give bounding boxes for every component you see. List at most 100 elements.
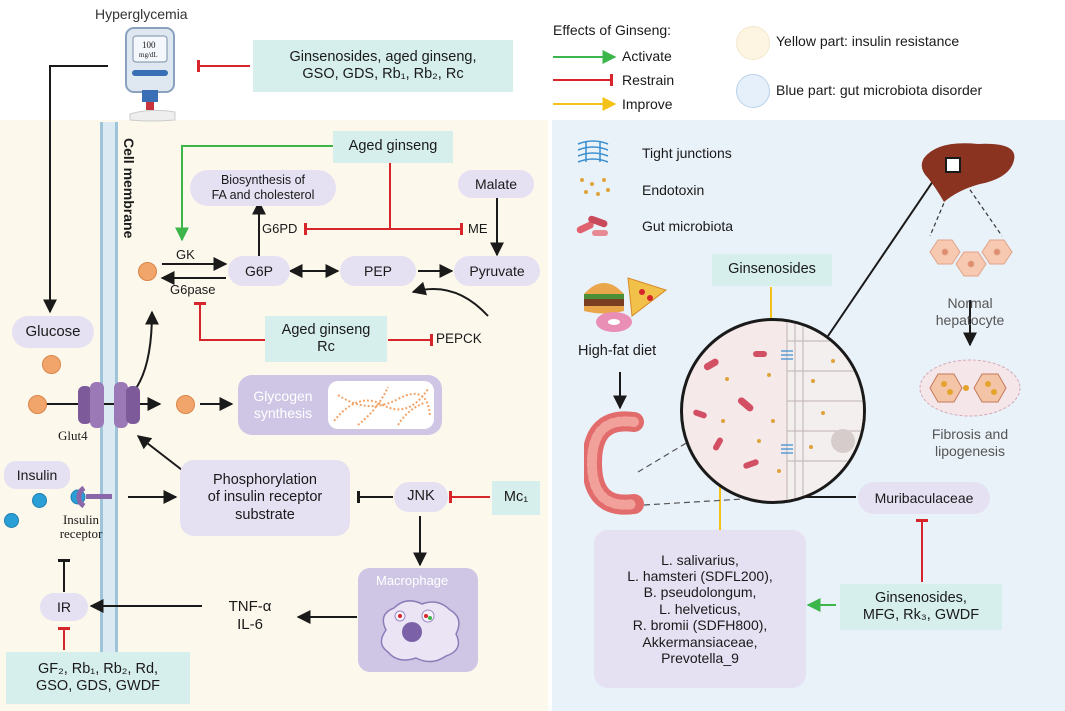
endotoxin-icon — [578, 176, 612, 198]
insulin-molecule — [32, 493, 47, 508]
mc1-box: Mc₁ — [492, 481, 540, 515]
intestinal-wall-magnified — [680, 318, 866, 504]
meter-reading: 100 — [142, 40, 156, 50]
glucose-molecule — [138, 262, 157, 281]
normal-hepatocyte-line2: hepatocyte — [935, 312, 1005, 328]
fibrosis-line2: lipogenesis — [934, 443, 1006, 459]
legend-restrain: Restrain — [622, 72, 675, 88]
cell-membrane-label: Cell membrane — [121, 138, 137, 239]
muribaculaceae-node: Muribaculaceae — [858, 482, 990, 514]
aged-ginseng-rc-line1: Aged ginseng — [281, 321, 371, 338]
il6-label: IL-6 — [237, 616, 263, 633]
macrophage-label: Macrophage — [376, 573, 449, 588]
bacteria-item: Akkermansiaceae, — [642, 633, 758, 650]
insulin-molecule — [4, 513, 19, 528]
pyruvate-node: Pyruvate — [454, 256, 540, 286]
glucose-molecule — [42, 355, 61, 374]
legend-activate: Activate — [622, 48, 672, 64]
tight-junctions-label: Tight junctions — [642, 145, 732, 161]
insulin-receptor-icon — [66, 484, 112, 512]
g6p-label: G6P — [244, 262, 273, 279]
fibrotic-hepatocyte-icon — [916, 356, 1024, 420]
insulin-receptor-line1: Insulin — [62, 511, 100, 527]
gk-label: GK — [176, 247, 195, 262]
phospho-line1: Phosphorylation — [213, 472, 317, 489]
gut-microbiota-label: Gut microbiota — [642, 218, 734, 234]
glycogen-line2: synthesis — [253, 405, 313, 421]
glucometer-icon — [120, 24, 180, 122]
ginsenosides-mfg-line2: MFG, Rk₃, GWDF — [862, 607, 980, 623]
bacteria-item: B. pseudolongum, — [643, 584, 757, 601]
insulin-node: Insulin — [4, 461, 70, 489]
bacteria-item: L. salivarius, — [661, 551, 739, 568]
meter-unit: mg/dL — [139, 51, 158, 59]
glut4-transporter-icon — [72, 378, 148, 432]
biosynthesis-line2: FA and cholesterol — [211, 188, 315, 202]
bottom-inhibitors-line1: GF₂, Rb₁, Rb₂, Rd, — [37, 660, 159, 677]
fibrosis-line1: Fibrosis and — [931, 426, 1009, 443]
insulin-receptor-line2: receptor — [59, 526, 103, 541]
jnk-node: JNK — [394, 482, 448, 512]
normal-hepatocyte-label: Normal hepatocyte — [918, 293, 1022, 331]
top-inhibitors-line1: Ginsenosides, aged ginseng, — [289, 48, 477, 65]
endotoxin-label: Endotoxin — [642, 182, 705, 198]
muribaculaceae-label: Muribaculaceae — [874, 489, 974, 506]
ginsenosides-box: Ginsenosides — [712, 254, 832, 286]
hepatocyte-icon — [920, 236, 1020, 288]
malate-label: Malate — [474, 175, 518, 192]
g6pase-label: G6pase — [170, 282, 216, 297]
aged-ginseng-rc-box: Aged ginseng Rc — [265, 316, 387, 362]
blue-part-swatch — [736, 74, 770, 108]
high-fat-diet-label: High-fat diet — [578, 343, 657, 359]
hyperglycemia-label: Hyperglycemia — [95, 6, 188, 22]
glycogen-image — [328, 381, 434, 429]
glucose-molecule — [176, 395, 195, 414]
ir-label: IR — [57, 598, 71, 615]
malate-node: Malate — [458, 170, 534, 198]
bottom-inhibitors-line2: GSO, GDS, GWDF — [35, 678, 161, 694]
ginsenosides-label: Ginsenosides — [728, 261, 816, 278]
phospho-line2: of insulin receptor — [207, 489, 323, 506]
fibrosis-label: Fibrosis and lipogenesis — [914, 424, 1026, 462]
macrophage-cell-icon — [372, 594, 468, 666]
aged-ginseng-top-box: Aged ginseng — [333, 131, 453, 163]
jnk-label: JNK — [407, 488, 435, 505]
mc1-label: Mc₁ — [503, 489, 529, 506]
glut4-label: Glut4 — [58, 428, 88, 443]
biosynthesis-line1: Biosynthesis of — [220, 173, 306, 188]
bacteria-item: R. bromii (SDFH800), — [632, 617, 768, 634]
insulin-label: Insulin — [16, 466, 58, 483]
phosphorylation-node: Phosphorylation of insulin receptor subs… — [180, 460, 350, 536]
ir-node: IR — [40, 593, 88, 621]
tight-junctions-icon — [576, 138, 610, 164]
cytokines-label: TNF-α IL-6 — [205, 592, 295, 640]
me-label: ME — [468, 221, 488, 236]
legend-blue-part: Blue part: gut microbiota disorder — [776, 82, 983, 98]
pep-label: PEP — [363, 262, 392, 279]
legend-title: Effects of Ginseng: — [553, 22, 672, 38]
g6pd-label: G6PD — [262, 221, 298, 236]
aged-ginseng-rc-line2: Rc — [317, 339, 335, 355]
pyruvate-label: Pyruvate — [469, 262, 525, 279]
biosynthesis-node: Biosynthesis of FA and cholesterol — [190, 170, 336, 206]
liver-icon — [918, 138, 1020, 208]
top-inhibitors-box: Ginsenosides, aged ginseng, GSO, GDS, Rb… — [253, 40, 513, 92]
glucose-node: Glucose — [12, 316, 94, 348]
g6p-node: G6P — [228, 256, 290, 286]
yellow-part-swatch — [736, 26, 770, 60]
ginsenosides-mfg-line1: Ginsenosides, — [875, 589, 967, 606]
bacteria-item: L. helveticus, — [659, 600, 741, 617]
glucose-label: Glucose — [25, 323, 81, 341]
phospho-line3: substrate — [235, 506, 295, 523]
bottom-inhibitors-box: GF₂, Rb₁, Rb₂, Rd, GSO, GDS, GWDF — [6, 652, 190, 704]
pep-node: PEP — [340, 256, 416, 286]
top-inhibitors-line2: GSO, GDS, Rb₁, Rb₂, Rc — [302, 66, 464, 82]
glucose-molecule — [28, 395, 47, 414]
legend-improve: Improve — [622, 96, 673, 112]
tnf-label: TNF-α — [228, 598, 272, 616]
ginsenosides-mfg-box: Ginsenosides, MFG, Rk₃, GWDF — [840, 584, 1002, 630]
legend-yellow-part: Yellow part: insulin resistance — [776, 33, 960, 49]
bacteria-item: L. hamsteri (SDFL200), — [627, 568, 773, 585]
gut-microbiota-icon — [574, 210, 614, 240]
insulin-receptor-label: Insulin receptor — [46, 510, 116, 544]
